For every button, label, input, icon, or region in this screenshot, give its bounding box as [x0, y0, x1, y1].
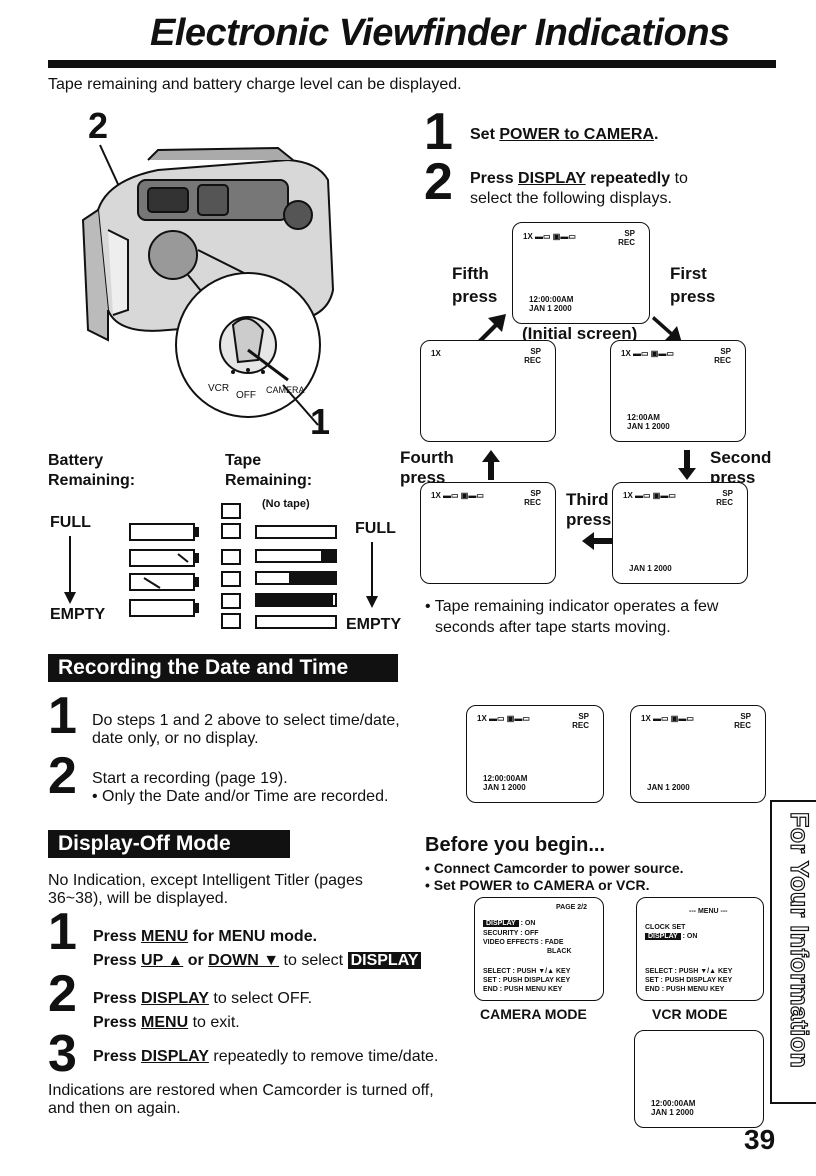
before-bullet-1: • Connect Camcorder to power source.: [425, 860, 684, 876]
battery-arrow-down-icon: [64, 536, 76, 604]
arrow-down-icon: [678, 450, 696, 480]
tape-empty: EMPTY: [346, 616, 402, 633]
dial-vcr-label: VCR: [208, 383, 230, 394]
battery-full: FULL: [50, 514, 91, 531]
section-tab-label: For Your Information: [784, 811, 813, 1069]
off-step-2-line2: Press MENU to exit.: [93, 1014, 240, 1031]
off-step-3-number: 3: [48, 1025, 77, 1083]
battery-empty: EMPTY: [50, 606, 106, 623]
tape-arrow-down-icon: [366, 542, 378, 608]
off-step-1-number: 1: [48, 903, 77, 961]
arrow-up-icon: [482, 450, 500, 480]
camera-menu-screen: PAGE 2/2 DISPLAY : ON SECURITY : OFF VID…: [474, 897, 604, 1001]
camcorder-illustration: [81, 144, 335, 426]
label-fourth: Fourth: [400, 448, 454, 467]
arrow-down-right-icon: [652, 316, 682, 343]
step-2-number: 2: [424, 153, 453, 211]
battery-label: Battery: [48, 452, 104, 469]
display-off-heading: Display-Off Mode: [48, 830, 290, 858]
label-second: Second: [710, 448, 772, 467]
step-2-text: Press DISPLAY repeatedly to: [470, 170, 688, 187]
rec-step-1-line1: Do steps 1 and 2 above to select time/da…: [92, 712, 400, 729]
tape-note-line1: • Tape remaining indicator operates a fe…: [425, 598, 719, 615]
tape-label: Tape: [225, 452, 262, 469]
title-rule: [48, 60, 776, 68]
battery-label-2: Remaining:: [48, 472, 136, 489]
no-tape-label: (No tape): [262, 498, 310, 510]
camcorder-figure: 2 VCR OFF CAMERA 1: [48, 100, 398, 440]
tape-note-line2: seconds after tape starts moving.: [435, 619, 671, 636]
page-title: Electronic Viewfinder Indications: [150, 12, 730, 54]
label-first: First: [670, 264, 707, 283]
page-number: 39: [744, 1124, 776, 1155]
off-step-2-line1: Press DISPLAY to select OFF.: [93, 990, 313, 1007]
off-step-1-line1: Press MENU for MENU mode.: [93, 928, 318, 945]
arrow-up-right-icon: [478, 314, 506, 343]
step-2-text-line2: select the following displays.: [470, 190, 672, 207]
label-fifth-press: press: [452, 287, 498, 306]
display-highlight: DISPLAY: [347, 952, 422, 969]
before-bullet-2: • Set POWER to CAMERA or VCR.: [425, 877, 650, 893]
display-off-outro-2: and then on again.: [48, 1100, 181, 1117]
arrow-left-icon: [582, 532, 612, 550]
label-third: Third: [566, 490, 609, 509]
label-first-press: press: [670, 287, 716, 306]
dial-off-label: OFF: [236, 390, 256, 401]
tape-full: FULL: [355, 520, 396, 537]
indicator-levels-graphic: [129, 503, 337, 629]
rec-step-1-number: 1: [48, 687, 77, 745]
section-tab: For Your Information: [770, 800, 816, 1104]
callout-2: 2: [88, 105, 109, 146]
vcr-mode-label: VCR MODE: [652, 1006, 728, 1022]
label-fifth: Fifth: [452, 264, 489, 283]
camera-mode-label: CAMERA MODE: [480, 1006, 587, 1022]
display-off-intro-1: No Indication, except Intelligent Titler…: [48, 872, 363, 889]
rec-step-1-line2: date only, or no display.: [92, 730, 259, 747]
off-step-3-line: Press DISPLAY repeatedly to remove time/…: [93, 1048, 439, 1065]
off-step-1-line2: Press UP ▲ or DOWN ▼ to select DISPLAY: [93, 952, 422, 970]
before-heading: Before you begin...: [425, 834, 606, 856]
dial-camera-label: CAMERA: [266, 385, 305, 395]
recording-heading: Recording the Date and Time: [48, 654, 398, 682]
intro-text: Tape remaining and battery charge level …: [48, 76, 462, 93]
display-off-outro-1: Indications are restored when Camcorder …: [48, 1082, 434, 1099]
off-step-2-number: 2: [48, 965, 77, 1023]
display-off-intro-2: 36~38), will be displayed.: [48, 890, 229, 907]
step-1-text: Set POWER to CAMERA.: [470, 126, 659, 143]
label-initial-screen: (Initial screen): [522, 324, 638, 343]
rec-step-2-number: 2: [48, 747, 77, 805]
callout-1: 1: [310, 401, 331, 442]
label-third-press: press: [566, 510, 612, 529]
vcr-menu-screen: --- MENU --- CLOCK SET DISPLAY : ON SELE…: [636, 897, 764, 1001]
step-1-number: 1: [424, 103, 453, 161]
rec-step-2-line2: • Only the Date and/or Time are recorded…: [92, 788, 389, 805]
tape-label-2: Remaining:: [225, 472, 313, 489]
rec-step-2-line1: Start a recording (page 19).: [92, 770, 288, 787]
